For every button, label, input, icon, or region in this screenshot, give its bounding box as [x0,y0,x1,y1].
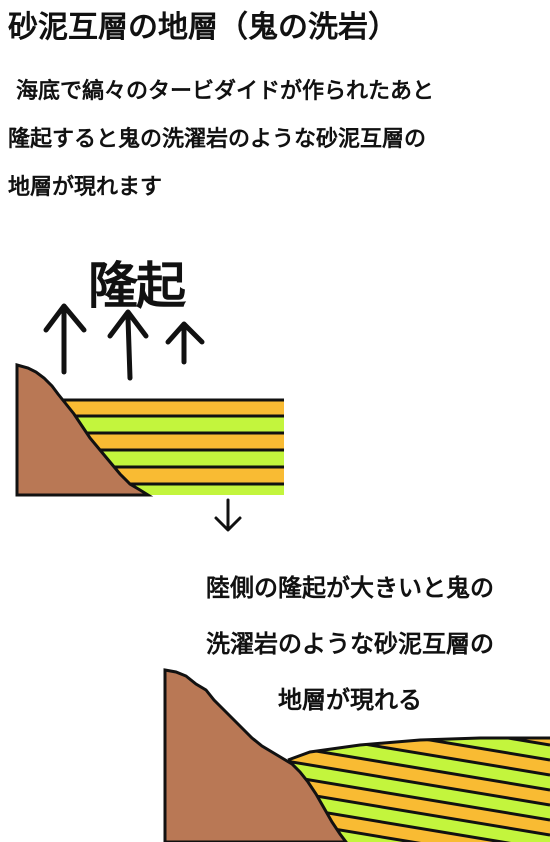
strata-surface [287,736,550,762]
intro-line-1: 海底で縞々のタービダイドが作られたあと [16,79,435,104]
page-title: 砂泥互層の地層（鬼の洗岩） [8,10,398,45]
intro-text: 海底で縞々のタービダイドが作られたあと 隆起すると鬼の洗濯岩のような砂泥互層の … [8,68,548,212]
strata-lines [60,398,284,486]
uplift-arrows [43,303,205,381]
caption-line-2: 洗濯岩のような砂泥互層の [206,630,494,658]
caption-text: 陸側の隆起が大きいと鬼の 洗濯岩のような砂泥互層の 地層が現れる [150,560,550,728]
diagram-before-uplift [15,363,284,497]
mud-layer [60,484,284,495]
sand-layer [60,400,284,416]
rock-slope [15,363,154,497]
arrow-up-icon [165,321,205,365]
caption-line-1: 陸側の隆起が大きいと鬼の [206,574,494,602]
uplift-label: 隆起 [88,257,186,315]
sand-layer [60,433,284,450]
intro-line-3: 地層が現れます [8,175,163,200]
intro-line-2: 隆起すると鬼の洗濯岩のような砂泥互層の [8,127,427,152]
mud-layer [60,450,284,467]
arrow-up-icon [43,303,87,375]
mud-layer [60,416,284,433]
rock-slope [163,668,348,842]
arrow-down-icon [214,498,242,532]
arrow-up-icon [107,309,149,381]
caption-line-3: 地層が現れる [278,686,422,714]
